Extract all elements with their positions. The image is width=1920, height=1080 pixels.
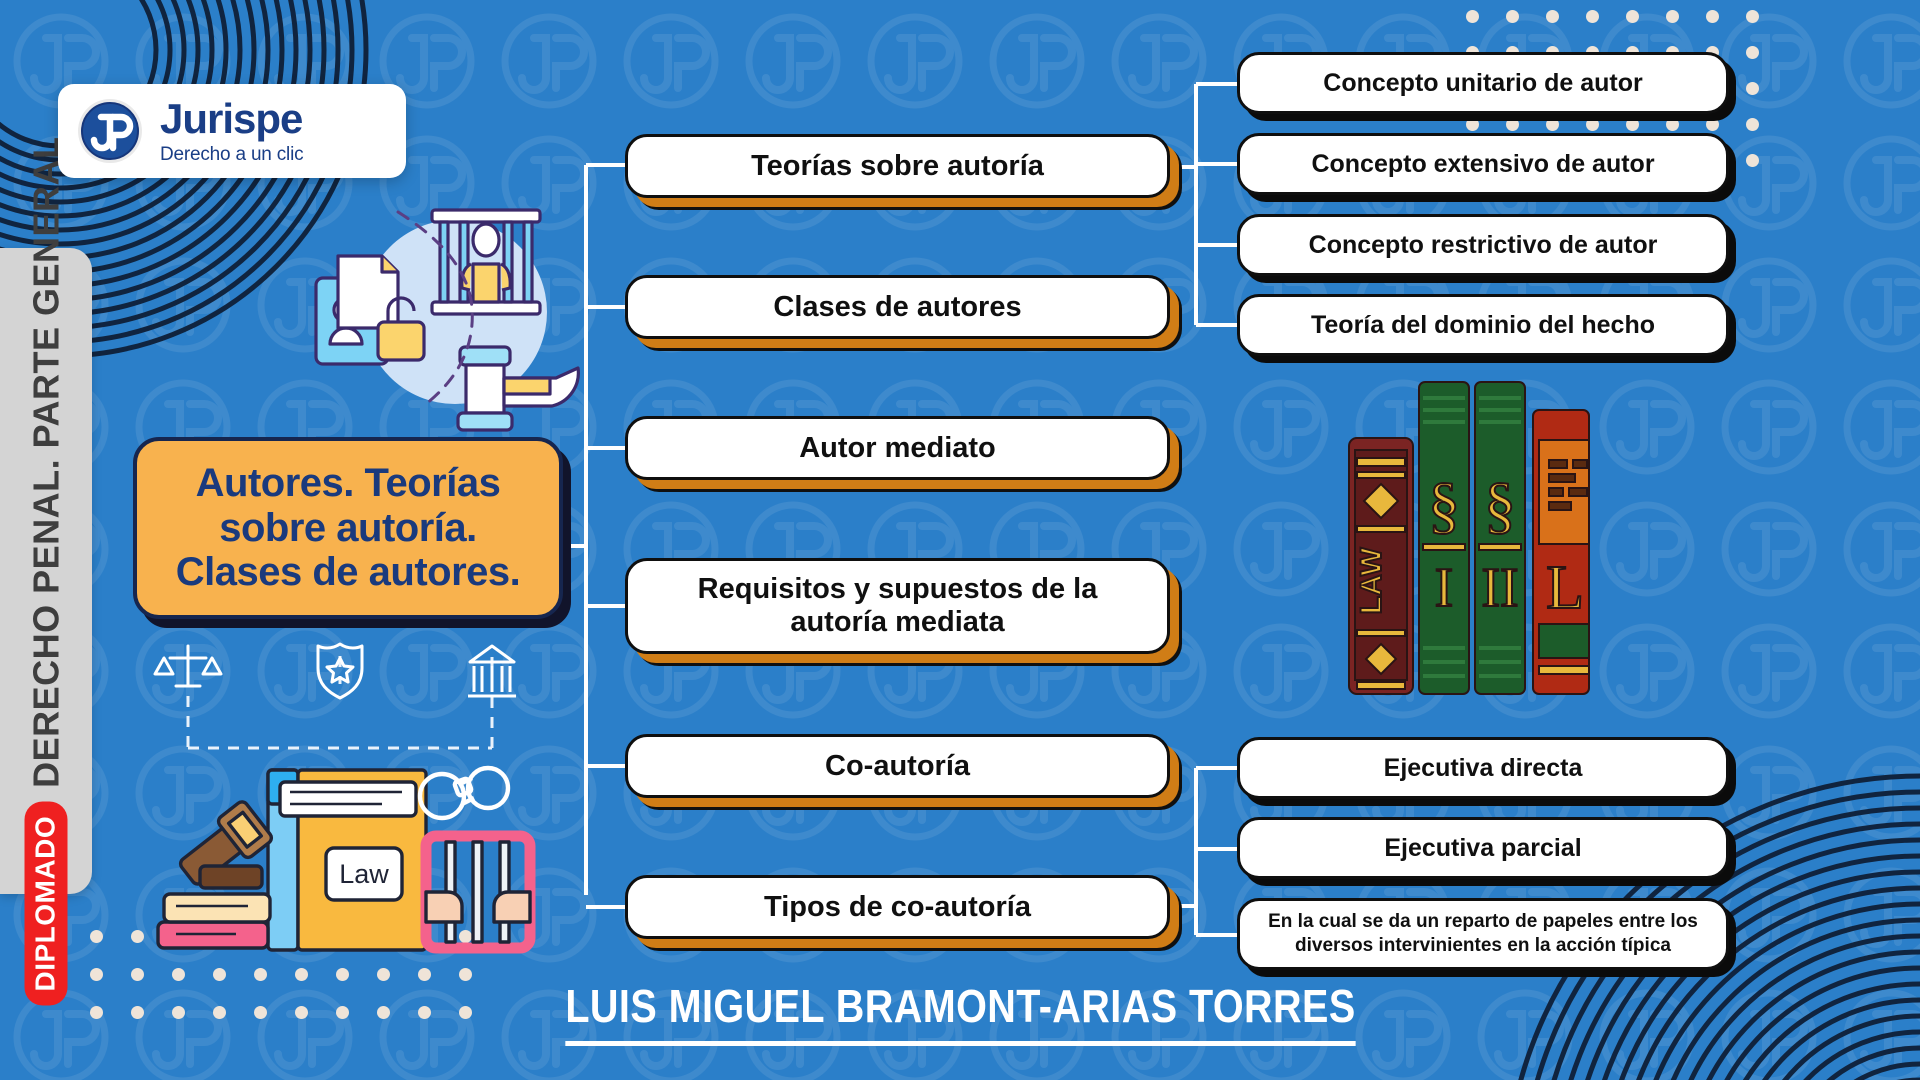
topic-title-card: Autores. Teorías sobre autoría. Clases d… [133,437,563,619]
node-label: Ejecutiva parcial [1384,833,1582,862]
logo-title: Jurispe [160,95,303,142]
sub-node-concepto-extensivo[interactable]: Concepto extensivo de autor [1237,133,1729,195]
main-node-co-autoria[interactable]: Co-autoría [625,734,1170,798]
svg-text:L: L [1546,554,1584,622]
sub-node-ejecutiva-parcial[interactable]: Ejecutiva parcial [1237,817,1729,879]
node-label: Concepto restrictivo de autor [1308,230,1658,259]
author-credit: LUIS MIGUEL BRAMONT-ARIAS TORRES [0,979,1920,1046]
sub-node-concepto-unitario[interactable]: Concepto unitario de autor [1237,52,1729,114]
law-books-illustration: LAW § I § II L [1348,381,1590,695]
main-node-teorias-sobre-autoria[interactable]: Teorías sobre autoría [625,134,1170,198]
sub-node-ejecutiva-directa[interactable]: Ejecutiva directa [1237,737,1729,799]
law-book-gavel-handcuffs-illustration: Law [153,642,536,954]
node-label: Tipos de co-autoría [764,890,1031,923]
courthouse-icon [468,644,516,698]
author-name: LUIS MIGUEL BRAMONT-ARIAS TORRES [564,979,1356,1046]
main-node-autor-mediato[interactable]: Autor mediato [625,416,1170,480]
node-label: Teorías sobre autoría [751,149,1044,182]
book-spine-law: LAW [1355,547,1388,614]
justice-prisoner-gavel-illustration [314,208,580,432]
node-label: Concepto unitario de autor [1323,68,1643,97]
main-node-clases-de-autores[interactable]: Clases de autores [625,275,1170,339]
sub-node-teoria-dominio-del-hecho[interactable]: Teoría del dominio del hecho [1237,294,1729,356]
course-ribbon: DIPLOMADO DERECHO PENAL. PARTE GENERAL [0,137,92,1006]
node-label: Autor mediato [799,431,996,464]
svg-text:§: § [1484,469,1516,540]
title-line-1: Autores. Teorías [195,460,501,505]
svg-text:I: I [1435,557,1454,619]
svg-text:§: § [1428,469,1460,540]
node-label: Ejecutiva directa [1383,753,1583,782]
sub-node-reparto-de-papeles[interactable]: En la cual se da un reparto de papeles e… [1237,898,1729,970]
main-node-requisitos-autoria-mediata[interactable]: Requisitos y supuestos de la autoría med… [625,558,1170,654]
logo-tagline: Derecho a un clic [160,144,304,165]
sub-node-concepto-restrictivo[interactable]: Concepto restrictivo de autor [1237,214,1729,276]
node-label: Clases de autores [773,290,1022,323]
title-line-2: sobre autoría. [219,505,477,550]
law-book-label: Law [339,859,389,889]
course-name: DERECHO PENAL. PARTE GENERAL [25,136,66,788]
handcuffs-icon [417,765,511,821]
main-node-tipos-de-co-autoria[interactable]: Tipos de co-autoría [625,875,1170,939]
course-ribbon-text: DIPLOMADO DERECHO PENAL. PARTE GENERAL [24,136,68,1006]
scales-of-justice-icon [153,644,223,688]
node-label: En la cual se da un reparto de papeles e… [1268,911,1698,956]
brand-logo[interactable]: Jurispe Derecho a un clic [58,84,406,178]
diplomado-badge: DIPLOMADO [24,801,68,1006]
node-label: Co-autoría [825,749,970,782]
node-label: Teoría del dominio del hecho [1310,310,1656,339]
police-badge-icon [316,642,364,700]
title-line-3: Clases de autores. [175,550,521,595]
node-label: Concepto extensivo de autor [1311,149,1655,178]
svg-text:II: II [1481,557,1518,619]
jp-monogram-icon [76,97,144,165]
node-label: Requisitos y supuestos de la autoría med… [697,573,1098,638]
